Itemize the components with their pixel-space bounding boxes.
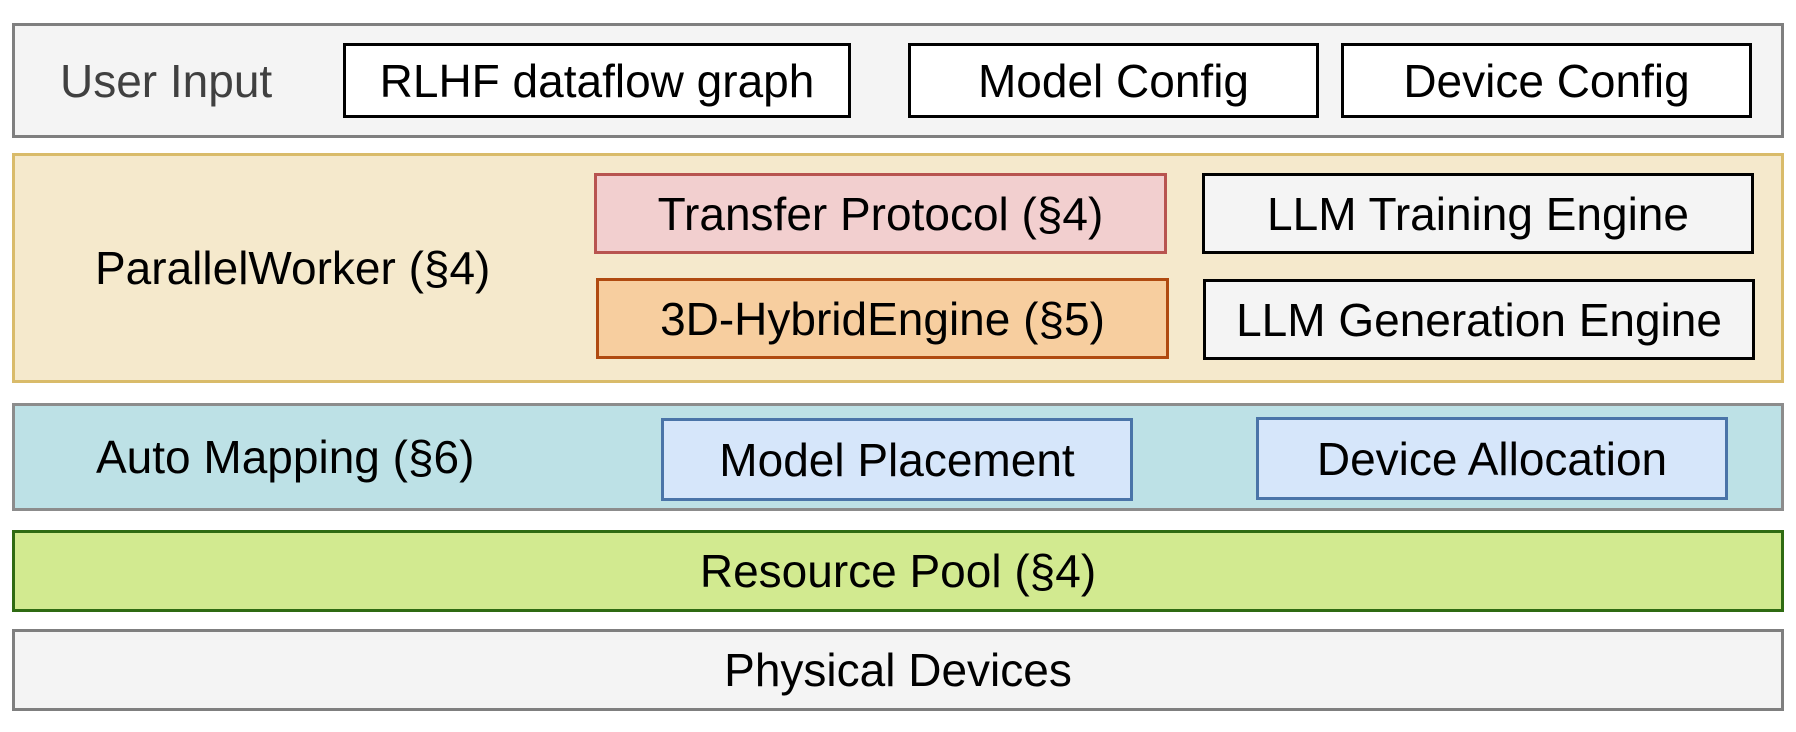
device-allocation-box: Device Allocation	[1256, 417, 1728, 500]
device-config-box: Device Config	[1341, 43, 1752, 118]
model-config-box: Model Config	[908, 43, 1319, 118]
model-placement-box: Model Placement	[661, 418, 1133, 501]
rlhf-dataflow-graph-box: RLHF dataflow graph	[343, 43, 851, 118]
transfer-protocol-box: Transfer Protocol (§4)	[594, 173, 1167, 254]
auto-mapping-label: Auto Mapping (§6)	[96, 431, 475, 483]
resource-pool-layer: Resource Pool (§4)	[12, 530, 1784, 612]
parallel-worker-label: ParallelWorker (§4)	[95, 242, 491, 294]
physical-devices-layer: Physical Devices	[12, 629, 1784, 711]
user-input-label: User Input	[60, 54, 273, 107]
hybrid-engine-box: 3D-HybridEngine (§5)	[596, 278, 1169, 359]
llm-generation-engine-box: LLM Generation Engine	[1203, 279, 1755, 360]
llm-training-engine-box: LLM Training Engine	[1202, 173, 1754, 254]
